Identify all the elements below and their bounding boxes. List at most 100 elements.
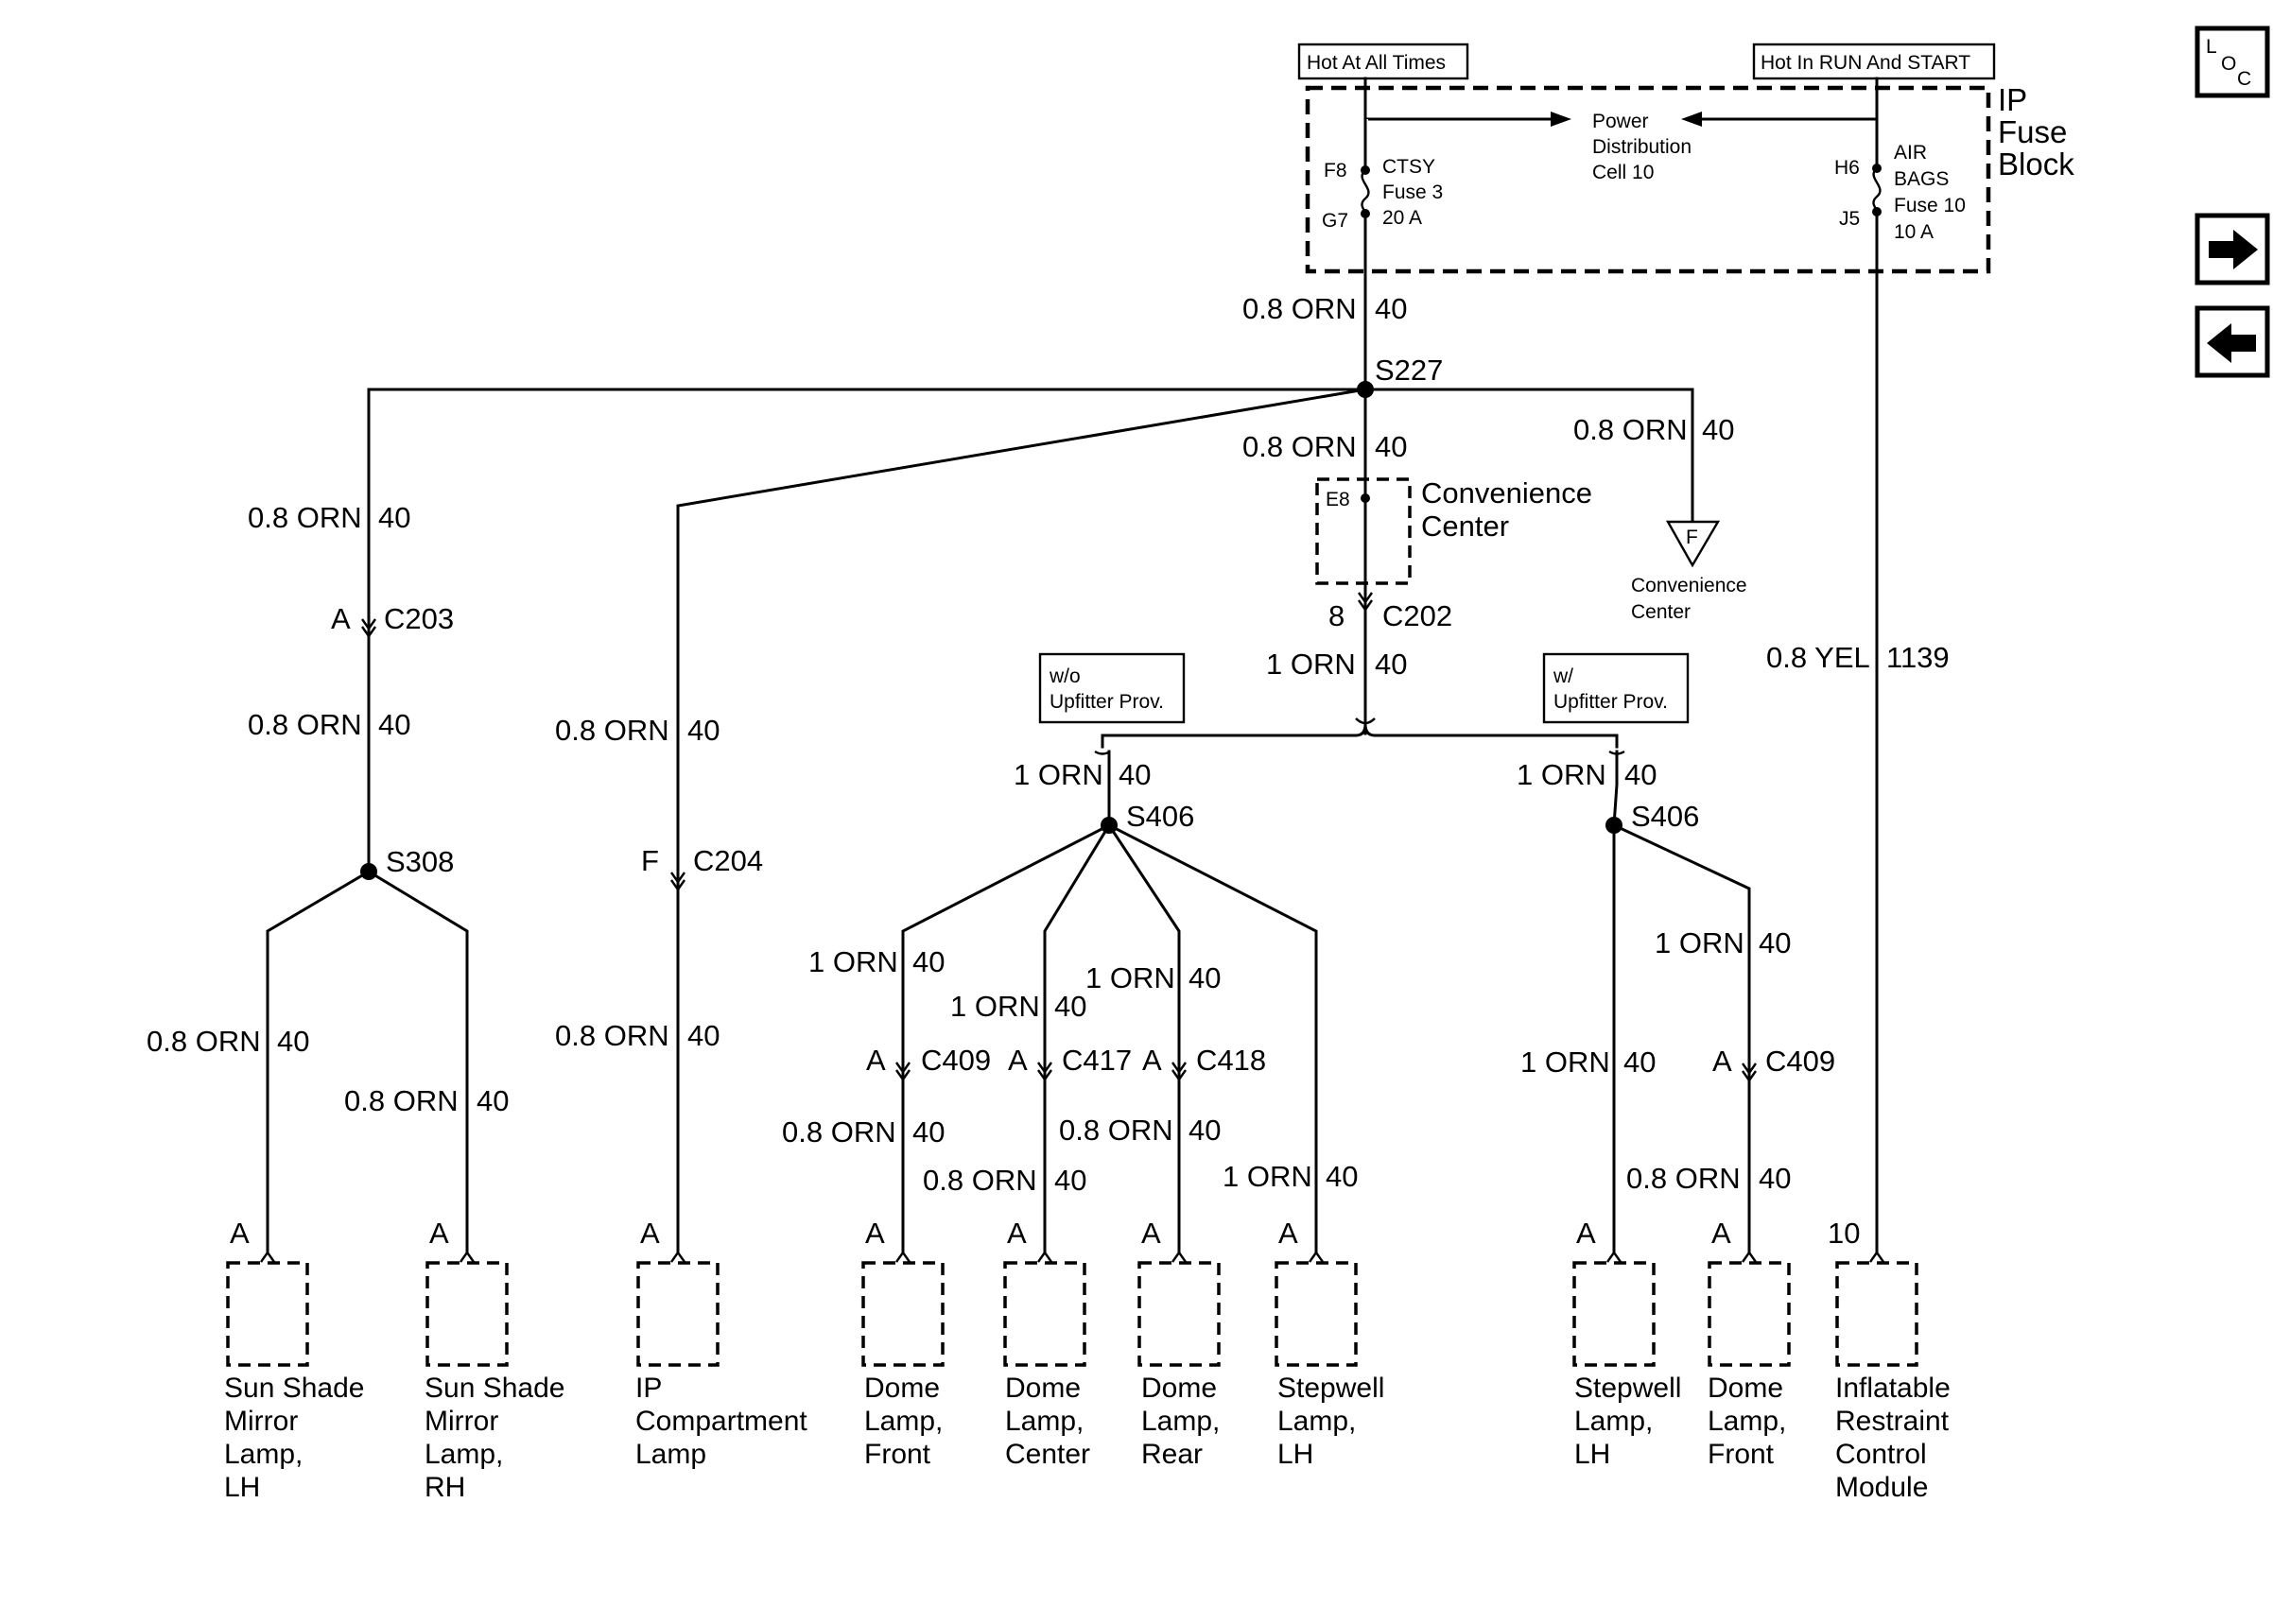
terminal-pin — [460, 1250, 475, 1263]
circuit-label-airbag: 1139 — [1886, 641, 1950, 674]
option-with-box — [1542, 652, 1690, 724]
splice-label-s227: S227 — [1375, 354, 1443, 387]
component-label-line: Dome — [1708, 1373, 1783, 1404]
wire-label-stepwell-1: 1 ORN — [1223, 1160, 1312, 1193]
component-box — [636, 1261, 720, 1367]
c417-label: C417 — [1062, 1044, 1132, 1077]
component-label-line: Lamp, — [425, 1439, 503, 1470]
component-label-line: RH — [425, 1472, 465, 1503]
c418-pin: A — [1142, 1044, 1162, 1077]
wire-label-ipc-1: 0.8 ORN — [555, 714, 669, 747]
ip-fuse-block: IP Fuse Block Hot At All Times Hot In RU… — [1297, 43, 2074, 274]
component-label-line: Lamp — [635, 1439, 706, 1470]
circuit-label-domecenter-2: 40 — [1054, 1164, 1086, 1197]
wire-label-domefront2-1: 1 ORN — [1655, 926, 1744, 959]
c417-pin: A — [1008, 1044, 1028, 1077]
component-label-line: Lamp, — [1708, 1406, 1786, 1437]
option-with-1: w/ — [1553, 665, 1573, 687]
terminal-label: A — [1278, 1217, 1298, 1250]
c203-label: C203 — [384, 602, 454, 635]
terminal-pin — [260, 1250, 275, 1263]
circuit-label-stepwell-1: 40 — [1326, 1160, 1358, 1193]
circuit-label-stepwell-2: 40 — [1623, 1045, 1656, 1079]
c202-label: C202 — [1382, 599, 1452, 632]
terminal-label: A — [429, 1217, 449, 1250]
component-box — [1835, 1261, 1918, 1367]
circuit-label-domecenter-1: 40 — [1054, 990, 1086, 1023]
c409a-pin: A — [866, 1044, 886, 1077]
component-label-line: Center — [1005, 1439, 1090, 1470]
component-label-line: Stepwell — [1277, 1373, 1384, 1404]
circuit-label-domefront2-2: 40 — [1759, 1162, 1791, 1195]
wire-label-domefront-2: 0.8 ORN — [782, 1115, 896, 1149]
wire-to-sunshade — [367, 388, 1367, 873]
pdc-line-3: Cell 10 — [1592, 162, 1654, 183]
circuit-label-sunshade-rh: 40 — [477, 1084, 509, 1117]
component-label-line: LH — [1277, 1439, 1313, 1470]
component-label-line: Stepwell — [1574, 1373, 1681, 1404]
component-box — [1708, 1261, 1791, 1367]
component-label-line: Dome — [1005, 1373, 1081, 1404]
loc-button[interactable]: L O C — [2195, 26, 2270, 98]
component-label-line: Lamp, — [1005, 1406, 1084, 1437]
conv-pin-e8: E8 — [1326, 489, 1350, 510]
option-bracket — [1101, 603, 1619, 749]
component-label-line: LH — [224, 1472, 260, 1503]
splice-label-s406-b: S406 — [1631, 800, 1699, 833]
terminal-pin — [1171, 1250, 1187, 1263]
terminal-pin — [895, 1250, 911, 1263]
airbags-label-3: Fuse 10 — [1894, 195, 1966, 216]
circuit-label-sunshade-2: 40 — [378, 708, 410, 741]
splice-label-s308: S308 — [386, 845, 454, 878]
hot-in-run-start-label: Hot In RUN And START — [1761, 52, 1970, 74]
component-label-line: Lamp, — [1277, 1406, 1356, 1437]
fuse-block-label-1: IP — [1998, 82, 2027, 117]
conv-label-2: Center — [1421, 510, 1509, 543]
ground-letter: F — [1686, 527, 1698, 548]
component-label-line: Dome — [1141, 1373, 1217, 1404]
terminal-label: A — [865, 1217, 885, 1250]
circuit-label-conv-1: 40 — [1375, 430, 1407, 463]
pdc-line-1: Power — [1592, 111, 1649, 132]
terminal-label: A — [1007, 1217, 1027, 1250]
terminal-pin — [1309, 1250, 1324, 1263]
hot-in-run-start-box — [1752, 43, 1996, 80]
component-label-line: Module — [1835, 1472, 1928, 1503]
ctsy-label-1: CTSY — [1382, 156, 1435, 178]
next-page-button[interactable] — [2195, 213, 2270, 285]
ground-symbol — [1665, 520, 1721, 568]
component-box — [425, 1261, 509, 1367]
terminal-label: A — [640, 1217, 660, 1250]
component-label-line: Front — [864, 1439, 931, 1470]
wire-label-domecenter-2: 0.8 ORN — [923, 1164, 1037, 1197]
wire-to-conv-ground — [1363, 388, 1694, 522]
loc-letter-c: C — [2237, 68, 2251, 90]
fuse-block-label-3: Block — [1998, 147, 2074, 181]
component-label-line: Mirror — [224, 1406, 298, 1437]
hot-at-all-times-label: Hot At All Times — [1307, 52, 1446, 74]
circuit-label-ipc-2: 40 — [687, 1019, 720, 1052]
component-label-line: Restraint — [1835, 1406, 1950, 1437]
component-label-line: Mirror — [425, 1406, 498, 1437]
fuse-block-label-2: Fuse — [1998, 114, 2067, 149]
c409a-label: C409 — [921, 1044, 991, 1077]
terminal-pin — [1606, 1250, 1622, 1263]
wire-label-ipc-2: 0.8 ORN — [555, 1019, 669, 1052]
wire-label-airbag: 0.8 YEL — [1766, 641, 1870, 674]
component-label-line: Sun Shade — [425, 1373, 564, 1404]
component-box — [1003, 1261, 1086, 1367]
prev-page-button[interactable] — [2195, 305, 2270, 378]
wire-label-conv-2: 1 ORN — [1266, 648, 1356, 681]
component-label-line: Lamp, — [864, 1406, 943, 1437]
airbags-label-4: 10 A — [1894, 221, 1934, 243]
airbags-pin-in: H6 — [1834, 157, 1860, 179]
wire-label-domecenter-1: 1 ORN — [950, 990, 1040, 1023]
circuit-label-domefront-2: 40 — [912, 1115, 945, 1149]
loc-letter-l: L — [2206, 36, 2217, 58]
airbags-label-2: BAGS — [1894, 168, 1949, 190]
